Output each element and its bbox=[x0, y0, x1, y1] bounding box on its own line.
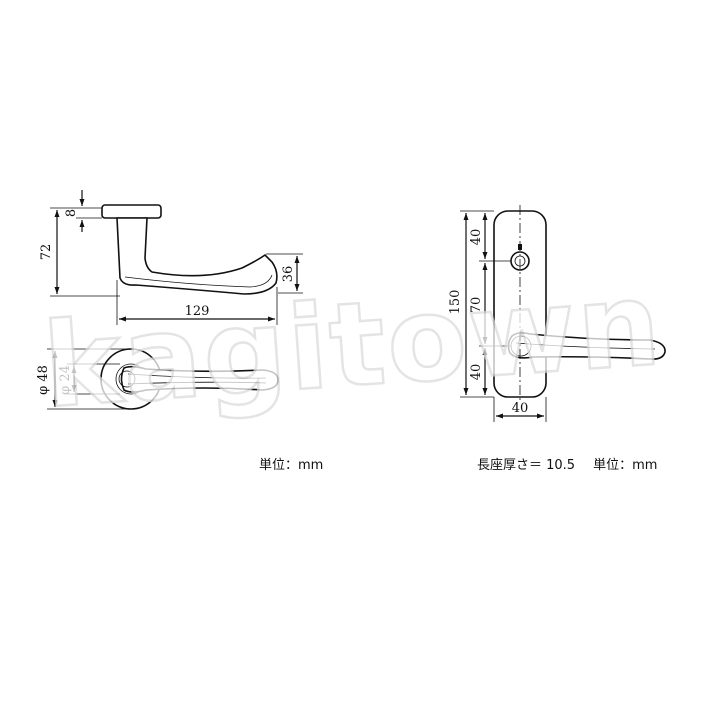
dim-rose-diameter: φ 48 bbox=[36, 365, 51, 395]
plate-view: 150 40 70 40 40 bbox=[448, 205, 666, 422]
lever-top-shape bbox=[120, 365, 279, 393]
unit-note-left: 単位：mm bbox=[259, 458, 324, 473]
dim-plate-bottom-40: 40 bbox=[469, 364, 484, 381]
dim-shank-diameter: φ 24 bbox=[58, 365, 73, 395]
plate-note: 長座厚さ＝ 10.5 単位：mm bbox=[477, 454, 657, 473]
dim-plate-middle-70: 70 bbox=[469, 297, 484, 314]
unit-note-right: 単位：mm bbox=[593, 458, 658, 473]
side-view: 72 8 36 129 bbox=[39, 190, 303, 325]
dim-length-129: 129 bbox=[185, 304, 210, 319]
dim-plate-width-40: 40 bbox=[512, 401, 529, 416]
plate-thickness-note: 長座厚さ＝ 10.5 bbox=[477, 458, 576, 473]
lever-side-shape bbox=[116, 217, 278, 295]
lever-side-detail bbox=[124, 274, 273, 288]
rose-side-shape bbox=[101, 204, 162, 219]
dim-height-72: 72 bbox=[39, 244, 54, 261]
dim-lever-drop-36: 36 bbox=[281, 266, 296, 283]
dim-plate-height-150: 150 bbox=[448, 290, 463, 315]
dim-rose-thickness-8: 8 bbox=[64, 209, 79, 217]
lever-plate-shape bbox=[507, 332, 666, 360]
dim-plate-top-40: 40 bbox=[469, 229, 484, 246]
top-view: φ 48 φ 24 bbox=[36, 348, 279, 410]
